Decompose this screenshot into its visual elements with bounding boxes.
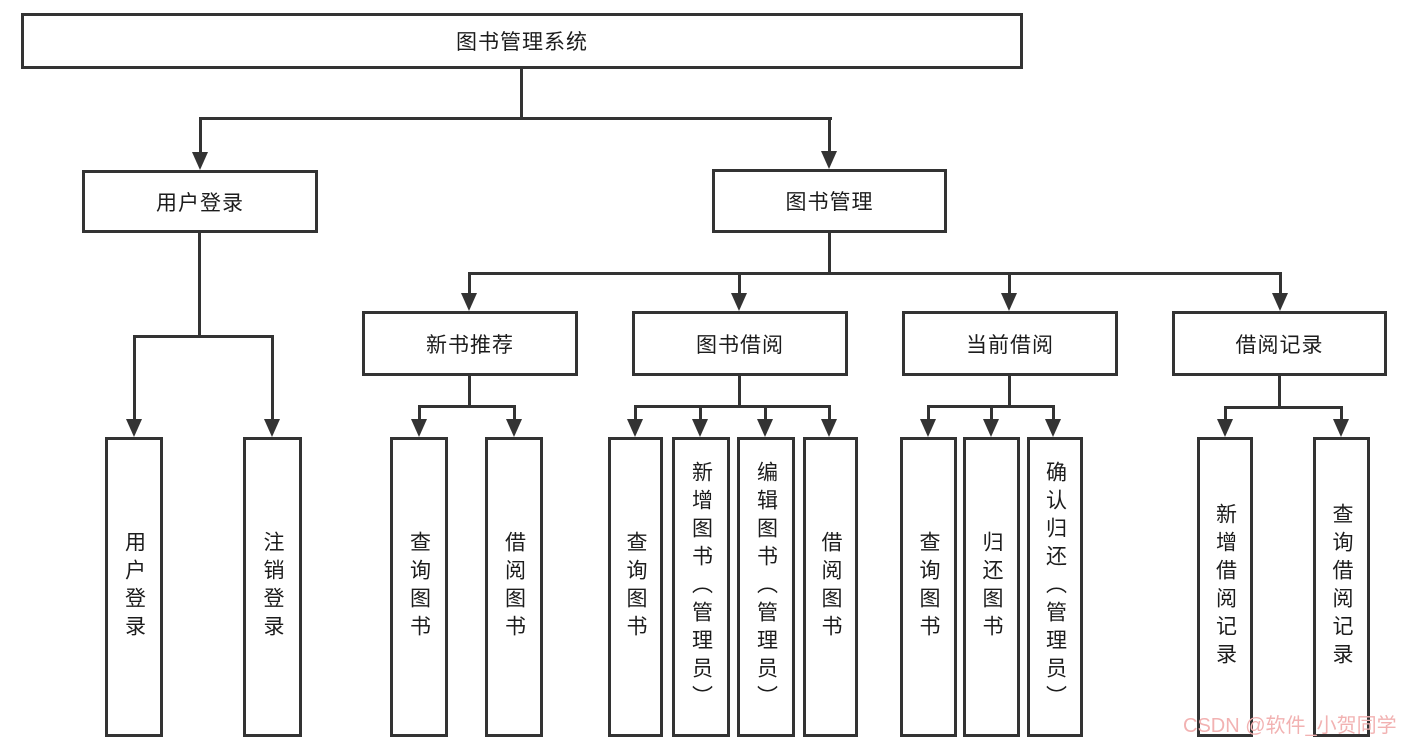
arrowhead-down-icon <box>1001 293 1017 311</box>
arrowhead-down-icon <box>192 152 208 170</box>
connector-line <box>468 272 1282 275</box>
leaf-label: 查询图书 <box>917 531 940 643</box>
leaf-label: 用户登录 <box>122 531 146 643</box>
leaf-add-borrow-record: 新增借阅记录 <box>1197 437 1253 737</box>
leaf-label: 归还图书 <box>980 531 1003 643</box>
leaf-edit-books-admin: 编辑图书（管理员） <box>737 437 795 737</box>
leaf-label: 注销登录 <box>261 531 284 643</box>
csdn-watermark: CSDN @软件_小贺同学 <box>1183 715 1397 737</box>
connector-line <box>1008 376 1011 405</box>
leaf-label: 新增图书（管理员） <box>689 461 713 713</box>
arrowhead-down-icon <box>1333 419 1349 437</box>
leaf-confirm-return-admin: 确认归还（管理员） <box>1027 437 1083 737</box>
connector-line <box>468 272 471 294</box>
connector-line <box>1278 376 1281 406</box>
leaf-logout: 注销登录 <box>243 437 302 737</box>
leaf-label: 新增借阅记录 <box>1213 503 1237 671</box>
connector-line <box>990 405 993 420</box>
connector-line <box>418 405 516 408</box>
arrowhead-down-icon <box>1045 419 1061 437</box>
connector-line <box>738 376 741 405</box>
connector-line <box>468 376 471 405</box>
arrowhead-down-icon <box>731 293 747 311</box>
connector-line <box>1224 406 1342 409</box>
connector-line <box>198 233 201 335</box>
leaf-label: 确认归还（管理员） <box>1043 461 1067 713</box>
leaf-query-books-recommend: 查询图书 <box>390 437 448 737</box>
leaf-borrow-books: 借阅图书 <box>803 437 858 737</box>
connector-line <box>927 405 930 420</box>
connector-line <box>634 405 637 420</box>
connector-line <box>1340 406 1343 420</box>
connector-line <box>1052 405 1055 420</box>
leaf-query-books-current: 查询图书 <box>900 437 957 737</box>
leaf-label: 借阅图书 <box>819 531 842 643</box>
node-book-management: 图书管理 <box>712 169 947 233</box>
node-borrow-records: 借阅记录 <box>1172 311 1387 376</box>
connector-line <box>1224 406 1227 420</box>
arrowhead-down-icon <box>1217 419 1233 437</box>
arrowhead-down-icon <box>983 419 999 437</box>
arrowhead-down-icon <box>264 419 280 437</box>
arrowhead-down-icon <box>920 419 936 437</box>
arrowhead-down-icon <box>411 419 427 437</box>
arrowhead-down-icon <box>461 293 477 311</box>
node-system-root: 图书管理系统 <box>21 13 1023 69</box>
connector-line <box>828 233 831 272</box>
connector-line <box>828 117 831 152</box>
connector-line <box>764 405 767 420</box>
leaf-label: 借阅图书 <box>502 531 526 643</box>
connector-line <box>133 335 136 420</box>
node-user-login: 用户登录 <box>82 170 318 233</box>
connector-line <box>271 335 274 420</box>
connector-line <box>634 405 830 408</box>
leaf-label: 查询借阅记录 <box>1330 503 1353 671</box>
arrowhead-down-icon <box>692 419 708 437</box>
leaf-label: 编辑图书（管理员） <box>754 461 778 713</box>
connector-line <box>828 405 831 420</box>
leaf-query-borrow-record: 查询借阅记录 <box>1313 437 1370 737</box>
connector-line <box>513 405 516 420</box>
connector-line <box>199 117 202 153</box>
leaf-query-books-borrow: 查询图书 <box>608 437 663 737</box>
arrowhead-down-icon <box>1272 293 1288 311</box>
arrowhead-down-icon <box>627 419 643 437</box>
node-new-book-recommend: 新书推荐 <box>362 311 578 376</box>
arrowhead-down-icon <box>821 151 837 169</box>
leaf-label: 查询图书 <box>624 531 647 643</box>
connector-line <box>520 69 523 119</box>
arrowhead-down-icon <box>126 419 142 437</box>
leaf-label: 查询图书 <box>407 531 431 643</box>
connector-line <box>1279 272 1282 294</box>
connector-line <box>738 272 741 294</box>
arrowhead-down-icon <box>821 419 837 437</box>
connector-line <box>418 405 421 420</box>
leaf-user-login: 用户登录 <box>105 437 163 737</box>
connector-line <box>699 405 702 420</box>
node-current-borrow: 当前借阅 <box>902 311 1118 376</box>
arrowhead-down-icon <box>506 419 522 437</box>
connector-line <box>133 335 274 338</box>
node-book-borrow: 图书借阅 <box>632 311 848 376</box>
leaf-return-books: 归还图书 <box>963 437 1020 737</box>
connector-line <box>199 117 832 120</box>
arrowhead-down-icon <box>757 419 773 437</box>
leaf-add-books-admin: 新增图书（管理员） <box>672 437 730 737</box>
connector-line <box>1008 272 1011 294</box>
leaf-borrow-books-recommend: 借阅图书 <box>485 437 543 737</box>
